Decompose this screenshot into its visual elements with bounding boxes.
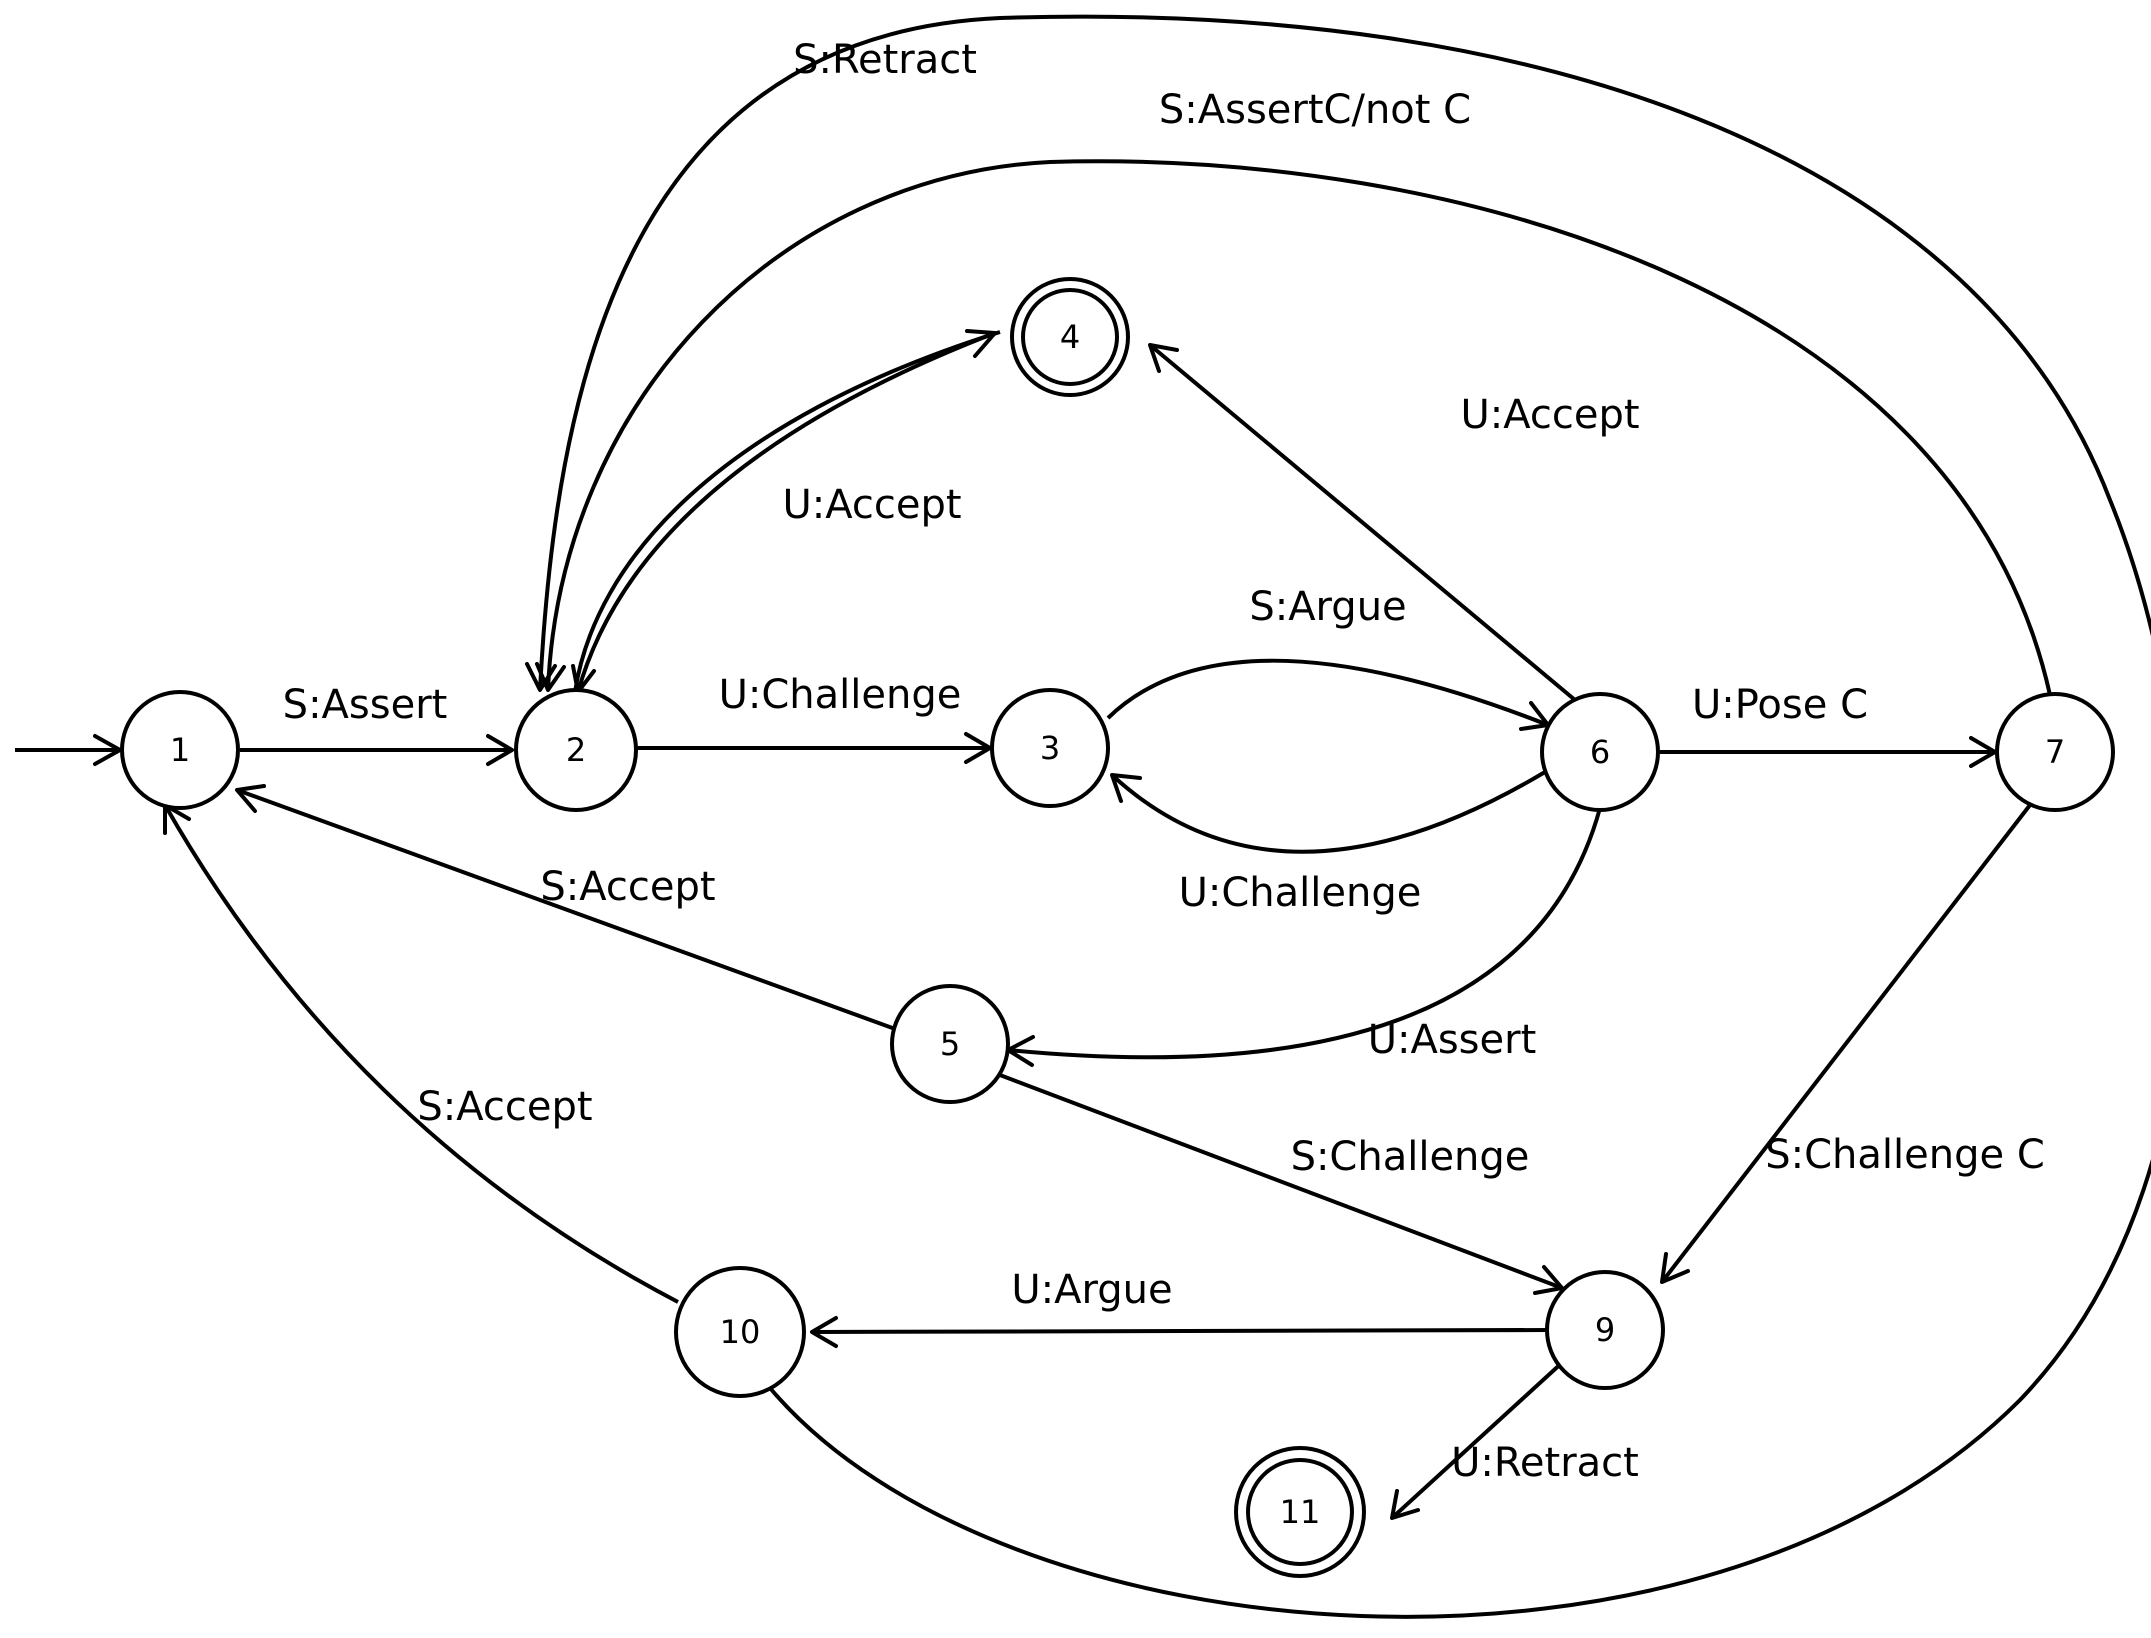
state-10: 10 [674,1266,806,1398]
label-6-to-7: U:Pose C [1692,682,1868,728]
edge-10-to-2 [525,14,2151,1619]
label-6-to-4: U:Accept [1460,392,1639,438]
state-3-label: 3 [1040,729,1060,767]
edge-6-to-7 [1660,736,1997,768]
edge-6-to-3 [1110,770,1547,854]
state-4-label: 4 [1060,318,1080,356]
label-10-to-2: S:Retract [793,37,977,83]
edge-5-to-1 [235,784,899,1032]
state-7-label: 7 [2045,733,2065,771]
state-5: 5 [890,984,1010,1104]
state-6: 6 [1540,692,1660,812]
state-9-label: 9 [1595,1311,1615,1349]
label-2-to-3: U:Challenge [719,672,962,718]
state-3: 3 [990,688,1110,808]
state-11-label: 11 [1280,1493,1321,1531]
state-4-final: 4 [1010,277,1130,397]
label-5-to-1: S:Accept [540,864,715,910]
state-11-final: 11 [1234,1446,1366,1578]
state-1-label: 1 [170,731,190,769]
label-9-to-11: U:Retract [1451,1440,1639,1486]
label-1-to-2: S:Assert [283,682,448,728]
label-6-to-3: U:Challenge [1179,870,1422,916]
edge-2-to-3 [636,732,992,764]
edge-6-to-4 [1148,343,1577,702]
state-9: 9 [1545,1270,1665,1390]
initial-arrow [15,734,122,766]
edge-9-to-10 [810,1316,1549,1348]
label-7-to-9: S:Challenge C [1765,1132,2045,1178]
label-3-to-6: S:Argue [1249,584,1406,630]
label-9-to-10: U:Argue [1011,1267,1172,1313]
edge-5-to-9 [991,1070,1564,1295]
state-2-label: 2 [566,731,586,769]
label-7-to-2: S:AssertC/not C [1159,87,1471,133]
edge-9-to-11 [1390,1358,1567,1520]
state-5-label: 5 [940,1025,960,1063]
edge-3-to-6 [1106,658,1550,731]
state-10-label: 10 [720,1313,761,1351]
edge-7-to-9 [1660,803,2032,1284]
label-5-to-9: S:Challenge [1291,1134,1530,1180]
label-2-to-4: U:Accept [782,482,961,528]
label-10-to-1: S:Accept [417,1084,592,1130]
state-6-label: 6 [1590,733,1610,771]
label-6-to-5: U:Assert [1368,1017,1537,1063]
edge-1-to-2 [240,734,514,766]
state-2: 2 [514,688,638,812]
state-7: 7 [1995,692,2115,812]
state-1: 1 [120,690,240,810]
